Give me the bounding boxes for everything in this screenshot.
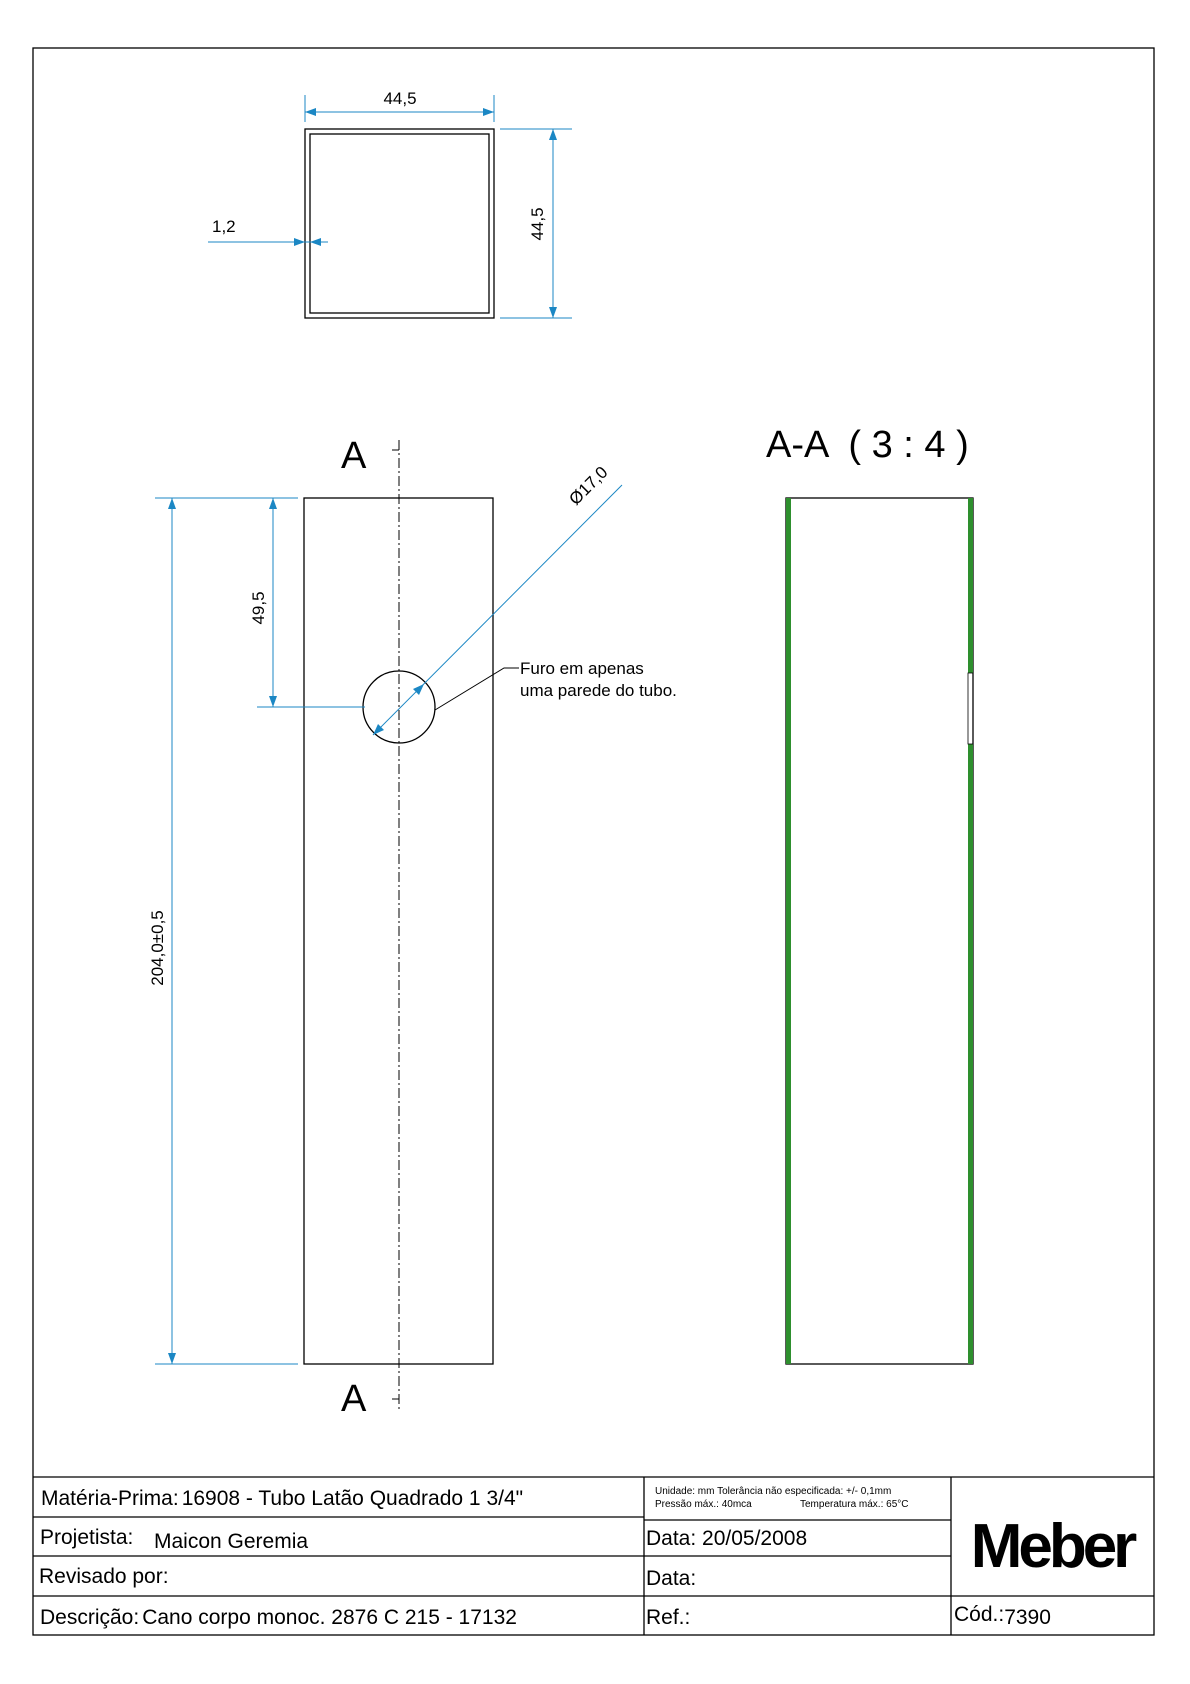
ref-label: Ref.: — [646, 1606, 690, 1629]
projetista-value: Maicon Geremia — [154, 1530, 308, 1553]
right-wall-hatch-upper — [968, 498, 973, 673]
front-view: A A 49,5 204,0±0,5 Ø17,0 Furo em apenas … — [148, 435, 677, 1420]
diameter-leader — [372, 484, 623, 736]
meber-logo: Meber — [971, 1512, 1137, 1581]
length-dim-text: 204,0±0,5 — [148, 910, 167, 986]
note-line2: uma parede do tubo. — [520, 681, 677, 700]
section-title: A-A ( 3 : 4 ) — [766, 424, 969, 466]
revisado-label: Revisado por: — [39, 1565, 169, 1588]
notes-pressure: Pressão máx.: 40mca — [655, 1499, 752, 1510]
cod-label: Cód.: — [954, 1603, 1004, 1626]
hole-position-dim-text: 49,5 — [249, 591, 268, 624]
right-wall-hatch-lower — [968, 744, 973, 1364]
tube-inner — [309, 133, 490, 314]
width-dim-text: 44,5 — [383, 89, 416, 108]
data-review-date: Data: — [646, 1567, 696, 1590]
data-date: Data: 20/05/2008 — [646, 1527, 807, 1550]
page-border — [32, 47, 1155, 1636]
note-line1: Furo em apenas — [520, 659, 644, 678]
wall-dim-text: 1,2 — [212, 217, 236, 236]
note-leader — [434, 667, 519, 711]
projetista-label: Projetista: — [40, 1526, 133, 1549]
section-outline — [785, 497, 974, 1365]
svg-text:Descrição:Cano corpo monoc. 28: Descrição:Cano corpo monoc. 2876 C 215 -… — [40, 1606, 517, 1629]
descricao-value: Cano corpo monoc. 2876 C 215 - 17132 — [142, 1606, 517, 1629]
svg-text:Cód.:7390: Cód.:7390 — [954, 1603, 1051, 1629]
top-view: 44,5 44,5 1,2 — [208, 89, 572, 319]
left-wall-hatch — [786, 498, 791, 1364]
materia-label: Matéria-Prima: — [41, 1487, 179, 1510]
notes-temperature: Temperatura máx.: 65°C — [800, 1499, 909, 1510]
section-view: A-A ( 3 : 4 ) — [766, 424, 974, 1365]
tube-outer — [304, 128, 495, 319]
materia-value: 16908 - Tubo Latão Quadrado 1 3/4" — [182, 1487, 523, 1510]
title-block: Matéria-Prima:16908 - Tubo Latão Quadrad… — [33, 1476, 1154, 1635]
cod-value: 7390 — [1004, 1606, 1051, 1629]
hole-gap — [967, 672, 974, 745]
section-mark-bottom: A — [341, 1378, 367, 1420]
height-dim-text: 44,5 — [528, 207, 547, 240]
svg-text:Matéria-Prima:16908 - Tubo Lat: Matéria-Prima:16908 - Tubo Latão Quadrad… — [41, 1487, 523, 1510]
descricao-label: Descrição: — [40, 1606, 139, 1629]
notes-line1: Unidade: mm Tolerância não especificada:… — [655, 1486, 891, 1497]
section-mark-top: A — [341, 435, 367, 477]
